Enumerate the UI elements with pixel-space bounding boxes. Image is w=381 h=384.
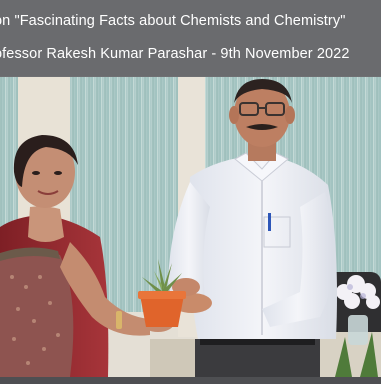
vase	[348, 315, 368, 345]
event-photo	[0, 77, 381, 377]
caption-title: on "Fascinating Facts about Chemists and…	[0, 13, 346, 29]
potted-succulent	[138, 259, 186, 327]
caption-subtitle: ofessor Rakesh Kumar Parashar - 9th Nove…	[0, 46, 350, 62]
caption-banner: on "Fascinating Facts about Chemists and…	[0, 0, 381, 76]
flowers	[336, 275, 380, 309]
woman	[0, 135, 174, 377]
bottom-border	[0, 377, 381, 384]
man	[168, 79, 337, 377]
